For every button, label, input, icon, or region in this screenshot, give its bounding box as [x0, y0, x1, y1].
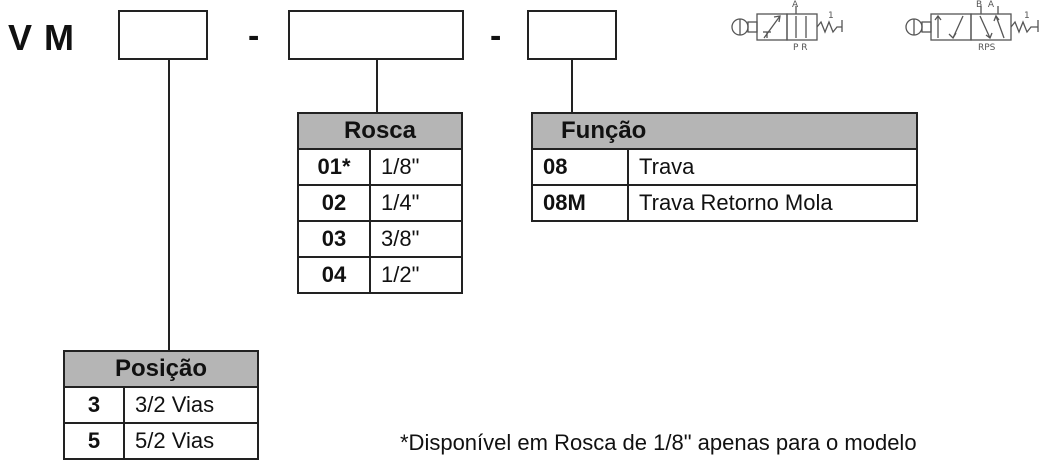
table-row: 04 1/2" — [297, 256, 463, 294]
rosca-code: 03 — [297, 220, 371, 258]
table-row: 08 Trava — [531, 148, 918, 186]
rosca-code: 01* — [297, 148, 371, 186]
valve-52-ports-top: B A — [976, 0, 995, 10]
table-row: 08M Trava Retorno Mola — [531, 184, 918, 222]
funcao-table-title: Função — [531, 112, 918, 150]
posicao-code: 5 — [63, 422, 125, 460]
rosca-value: 1/2" — [369, 256, 463, 294]
valve-32-symbol — [731, 6, 843, 41]
funcao-code: 08 — [531, 148, 629, 186]
posicao-value: 5/2 Vias — [123, 422, 259, 460]
valve-52-ports-bottom: RPS — [978, 43, 996, 53]
posicao-table-title: Posição — [63, 350, 259, 388]
table-row: 3 3/2 Vias — [63, 386, 259, 424]
posicao-code-box — [118, 10, 208, 60]
valve-52-symbol — [905, 6, 1039, 41]
footnote-text: *Disponível em Rosca de 1/8" apenas para… — [400, 430, 917, 455]
funcao-value: Trava — [627, 148, 918, 186]
posicao-code: 3 — [63, 386, 125, 424]
connector-posicao — [168, 60, 170, 350]
posicao-value: 3/2 Vias — [123, 386, 259, 424]
connector-rosca — [376, 60, 378, 112]
model-prefix: V M — [8, 17, 76, 58]
connector-funcao — [571, 60, 573, 112]
valve-symbols: A 1 P R B A 1 RPS — [731, 0, 1039, 53]
separator-dash-1: - — [248, 17, 260, 55]
table-row: 03 3/8" — [297, 220, 463, 258]
separator-dash-2: - — [490, 17, 502, 55]
rosca-code: 02 — [297, 184, 371, 222]
rosca-code: 04 — [297, 256, 371, 294]
funcao-table: Função 08 Trava 08M Trava Retorno Mola — [531, 112, 918, 222]
valve-32-port-1: 1 — [828, 11, 834, 21]
posicao-table: Posição 3 3/2 Vias 5 5/2 Vias — [63, 350, 259, 460]
valve-32-port-a: A — [792, 0, 799, 10]
rosca-table-title: Rosca — [297, 112, 463, 150]
table-row: 02 1/4" — [297, 184, 463, 222]
rosca-code-box — [288, 10, 464, 60]
rosca-value: 1/8" — [369, 148, 463, 186]
funcao-code: 08M — [531, 184, 629, 222]
rosca-value: 3/8" — [369, 220, 463, 258]
valve-32-ports-bottom: P R — [793, 43, 808, 53]
valve-52-port-1: 1 — [1024, 11, 1030, 21]
rosca-value: 1/4" — [369, 184, 463, 222]
rosca-table: Rosca 01* 1/8" 02 1/4" 03 3/8" 04 1/2" — [297, 112, 463, 294]
funcao-value: Trava Retorno Mola — [627, 184, 918, 222]
funcao-code-box — [527, 10, 617, 60]
table-row: 5 5/2 Vias — [63, 422, 259, 460]
table-row: 01* 1/8" — [297, 148, 463, 186]
